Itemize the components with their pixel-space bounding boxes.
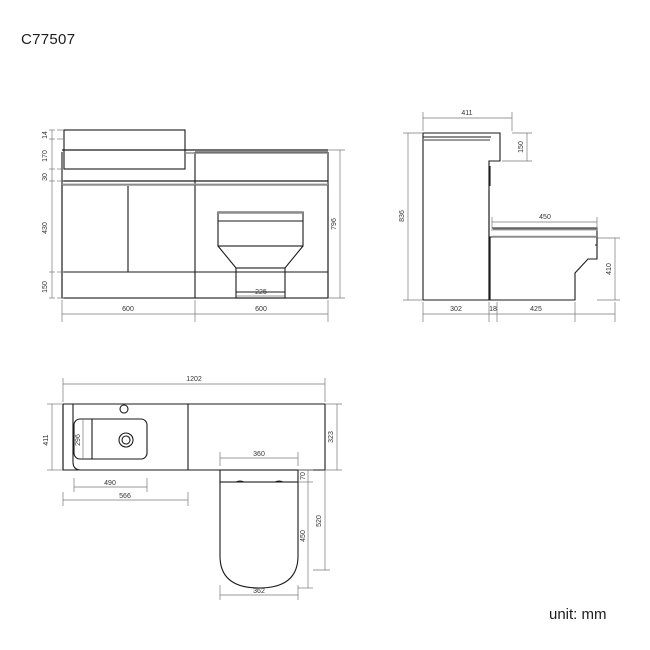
front-worktop-bands [62,149,328,186]
plan-dim-566: 566 [119,493,131,500]
front-elevation-view: 14 170 30 430 150 796 600 600 [42,129,345,322]
side-outline [422,132,598,301]
plan-dim-360: 360 [253,451,265,458]
plan-waste-inner [121,435,131,445]
front-dim-150: 150 [42,281,49,293]
side-top-dim-lines [422,112,513,131]
plan-dim-450: 450 [300,530,307,542]
plan-tap-hole [119,404,129,414]
side-dim-150: 150 [518,141,525,153]
front-right-dim-lines [328,149,345,299]
front-toilet [217,211,304,299]
side-height-dim-lines [403,132,423,301]
plan-dim-490: 490 [104,480,116,487]
plan-worktop-outline [62,403,326,471]
plan-cistern-depth-dim-lines [298,469,313,483]
page-title: C77507 [21,31,76,48]
front-dim-225: 225 [255,289,267,296]
plan-bowl-width-dim-lines [73,478,148,492]
front-bottom-dim-lines [61,300,329,322]
side-dim-18: 18 [489,306,497,313]
plan-seat-hinges [235,480,284,482]
plan-dim-411: 411 [43,434,50,445]
front-dim-600-right: 600 [255,306,267,313]
plan-basin-width-dim-lines [62,492,189,506]
front-dim-796: 796 [331,218,338,230]
front-left-dim-lines [49,129,64,299]
side-dim-302: 302 [450,306,462,313]
plan-basin-rim [72,403,189,471]
side-splashback-dim-lines [502,132,532,162]
side-dim-450: 450 [539,214,551,221]
front-dim-430: 430 [42,222,49,234]
front-dim-14: 14 [42,131,49,139]
side-bottom-dim-lines [422,302,616,322]
plan-pan-depth-dim-lines [298,482,313,589]
plan-toilet [219,469,299,589]
side-seat-dim-lines [491,217,598,231]
plan-dim-296: 296 [75,434,82,446]
side-pan-dim-lines [597,237,620,301]
side-dim-411: 411 [461,110,472,117]
plan-waste-outer [118,432,134,448]
side-elevation-view: 411 150 836 450 [399,110,620,322]
side-dim-425: 425 [530,306,542,313]
plan-view: 1202 411 296 490 [43,376,342,600]
front-cabinet-outline [61,151,329,299]
front-dim-600-left: 600 [122,306,134,313]
plan-toilet-depth-dim-lines [313,470,330,571]
plan-dim-1202: 1202 [186,376,202,383]
unit-note: unit: mm [549,606,607,623]
plan-width-dim-lines [62,378,326,402]
plan-dim-323: 323 [328,431,335,443]
plan-cistern-width-dim-lines [219,452,299,466]
plan-dim-520: 520 [316,515,323,527]
plan-dim-362: 362 [253,588,265,595]
plan-dim-70: 70 [300,472,307,480]
side-dim-836: 836 [399,210,406,222]
plan-worktop-depth-dim-lines [325,403,342,471]
plan-pan-width-dim-lines [219,585,299,600]
plan-basin-bowl [73,418,148,460]
front-dim-30: 30 [42,173,49,181]
side-dim-410: 410 [606,263,613,275]
front-dim-170: 170 [42,150,49,162]
plan-depth-dim-lines [47,403,63,471]
side-accent-bands [424,139,597,238]
